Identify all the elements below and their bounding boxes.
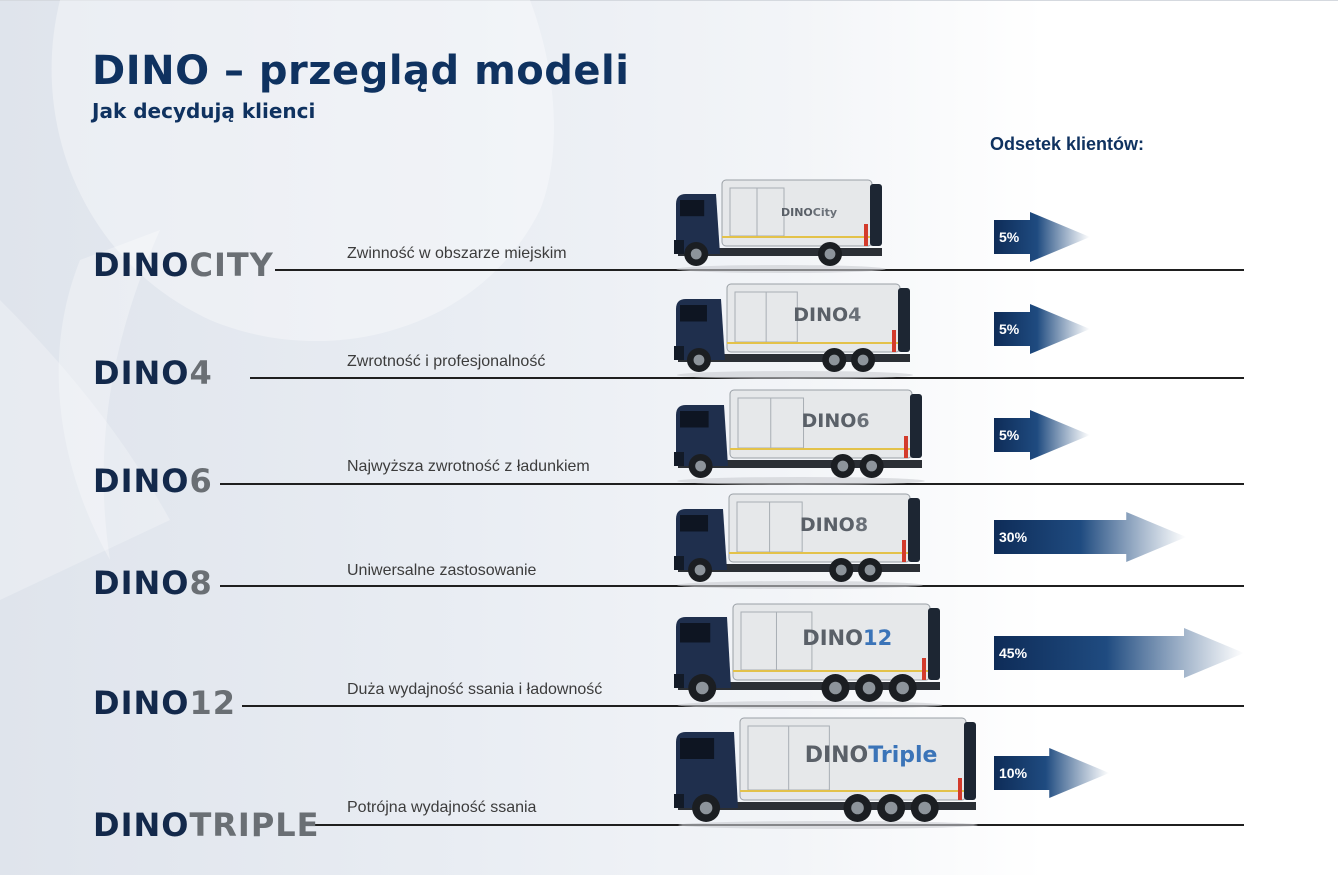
truck-badge-suffix: 4	[848, 304, 861, 326]
model-description: Potrójna wydajność ssania	[347, 799, 537, 816]
model-name-suffix: 12	[189, 684, 236, 722]
share-value: 5%	[999, 229, 1020, 245]
truck-badge-prefix: DINO	[781, 206, 813, 219]
share-header: Odsetek klientów:	[990, 134, 1145, 154]
truck-badge-prefix: DINO	[800, 514, 855, 536]
truck-badge-suffix: 12	[863, 626, 892, 650]
share-value: 45%	[999, 645, 1028, 661]
truck-badge-suffix: City	[813, 206, 837, 219]
share-value: 30%	[999, 529, 1028, 545]
model-name-prefix: DINO	[93, 354, 190, 392]
share-arrow	[994, 212, 1090, 262]
title-block: DINO – przegląd modeli Jak decydują klie…	[92, 45, 629, 125]
svg-text:DINO4: DINO4	[793, 304, 861, 326]
model-description: Najwyższa zwrotność z ładunkiem	[347, 458, 590, 475]
model-name-suffix: CITY	[189, 246, 274, 284]
model-name-suffix: 4	[189, 354, 213, 392]
model-name-prefix: DINO	[93, 462, 190, 500]
model-description: Zwrotność i profesjonalność	[347, 353, 546, 370]
truck-badge-prefix: DINO	[801, 410, 856, 432]
truck-badge-suffix: 8	[855, 514, 868, 536]
truck-illustration: DINOCity	[674, 179, 886, 273]
model-name-suffix: TRIPLE	[189, 806, 320, 844]
truck-illustration: DINO8	[674, 493, 923, 589]
model-name-prefix: DINO	[93, 564, 190, 602]
share-arrow	[994, 512, 1187, 562]
truck-illustration: DINO4	[674, 283, 914, 379]
share-arrow	[994, 304, 1090, 354]
svg-text:DINO12: DINO12	[802, 626, 892, 650]
model-name-prefix: DINO	[93, 806, 190, 844]
share-arrow	[994, 410, 1090, 460]
truck-badge-prefix: DINO	[793, 304, 848, 326]
page-subtitle: Jak decydują klienci	[92, 99, 316, 123]
truck-badge-prefix: DINO	[802, 626, 863, 650]
truck-badge-suffix: 6	[856, 410, 869, 432]
top-border	[0, 0, 1338, 1]
model-name-suffix: 8	[189, 564, 213, 602]
model-description: Uniwersalne zastosowanie	[347, 562, 537, 579]
share-value: 5%	[999, 427, 1020, 443]
share-value: 10%	[999, 765, 1028, 781]
model-name-12: DINO12	[93, 686, 236, 720]
svg-text:DINOCity: DINOCity	[781, 206, 837, 219]
model-name-prefix: DINO	[93, 246, 190, 284]
truck-illustration: DINO12	[674, 603, 943, 709]
share-arrow	[994, 628, 1244, 678]
model-name-6: DINO6	[93, 464, 213, 498]
truck-illustration: DINO6	[674, 389, 925, 485]
share-arrow	[994, 748, 1110, 798]
model-description: Duża wydajność ssania i ładowność	[347, 681, 603, 698]
model-description: Zwinność w obszarze miejskim	[347, 245, 567, 262]
truck-illustration: DINOTriple	[674, 717, 978, 829]
svg-text:DINOTriple: DINOTriple	[805, 743, 938, 768]
svg-text:DINO8: DINO8	[800, 514, 868, 536]
truck-badge-suffix: Triple	[868, 743, 937, 768]
model-name-suffix: 6	[189, 462, 213, 500]
model-name-8: DINO8	[93, 566, 213, 600]
model-name-triple: DINOTRIPLE	[93, 808, 320, 842]
model-name-prefix: DINO	[93, 684, 190, 722]
page-title: DINO – przegląd modeli	[92, 48, 630, 94]
model-name-4: DINO4	[93, 356, 213, 390]
share-value: 5%	[999, 321, 1020, 337]
model-name-city: DINOCITY	[93, 248, 274, 282]
svg-text:DINO6: DINO6	[801, 410, 869, 432]
truck-badge-prefix: DINO	[805, 743, 869, 768]
